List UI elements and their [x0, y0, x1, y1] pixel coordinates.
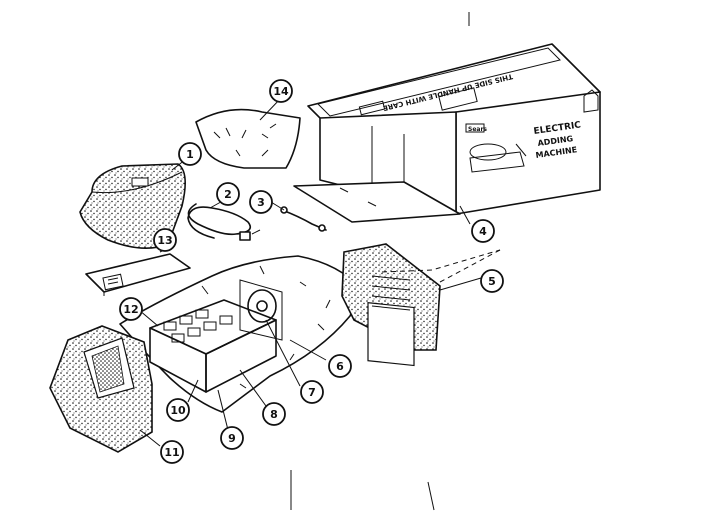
dust-cover: [79, 163, 186, 249]
front-packing-insert: [49, 325, 153, 453]
callout-2: 2: [216, 182, 240, 206]
callout-6-label: 6: [336, 360, 344, 373]
callout-8: 8: [262, 402, 286, 426]
callout-3: 3: [249, 190, 273, 214]
callout-9: 9: [220, 426, 244, 450]
box-brand: Sears: [468, 126, 487, 133]
callout-2-label: 2: [224, 188, 232, 201]
callout-7-label: 7: [308, 386, 316, 399]
stray-mark: [427, 481, 435, 511]
callout-8-label: 8: [270, 408, 278, 421]
callout-11-label: 11: [164, 446, 179, 459]
callout-13-label: 13: [157, 234, 172, 247]
callout-5: 5: [480, 269, 504, 293]
adding-machine: [149, 279, 283, 393]
callout-10-label: 10: [170, 404, 186, 417]
callout-6: 6: [328, 354, 352, 378]
callout-3-label: 3: [257, 196, 265, 209]
callout-9-label: 9: [228, 432, 236, 445]
callout-14: 14: [269, 79, 293, 103]
shipping-carton: THIS SIDE UP HANDLE WITH CARE Sears ELEC…: [293, 43, 601, 223]
instruction-book: [85, 253, 191, 296]
callout-4: 4: [471, 219, 495, 243]
callout-12-label: 12: [123, 303, 138, 316]
callout-12: 12: [119, 297, 143, 321]
callout-10: 10: [166, 398, 190, 422]
callout-13: 13: [153, 228, 177, 252]
callout-1: 1: [178, 142, 202, 166]
assembly-lines: [293, 185, 501, 283]
callout-14-label: 14: [273, 85, 289, 98]
accessory-bag: [195, 108, 301, 169]
packing-strap: [280, 206, 327, 232]
power-cord: [187, 203, 261, 241]
callout-1-label: 1: [186, 148, 194, 161]
rear-packing-insert: [341, 243, 441, 367]
callout-7: 7: [300, 380, 324, 404]
callout-4-label: 4: [479, 225, 487, 238]
callout-11: 11: [160, 440, 184, 464]
callout-5-label: 5: [488, 275, 496, 288]
